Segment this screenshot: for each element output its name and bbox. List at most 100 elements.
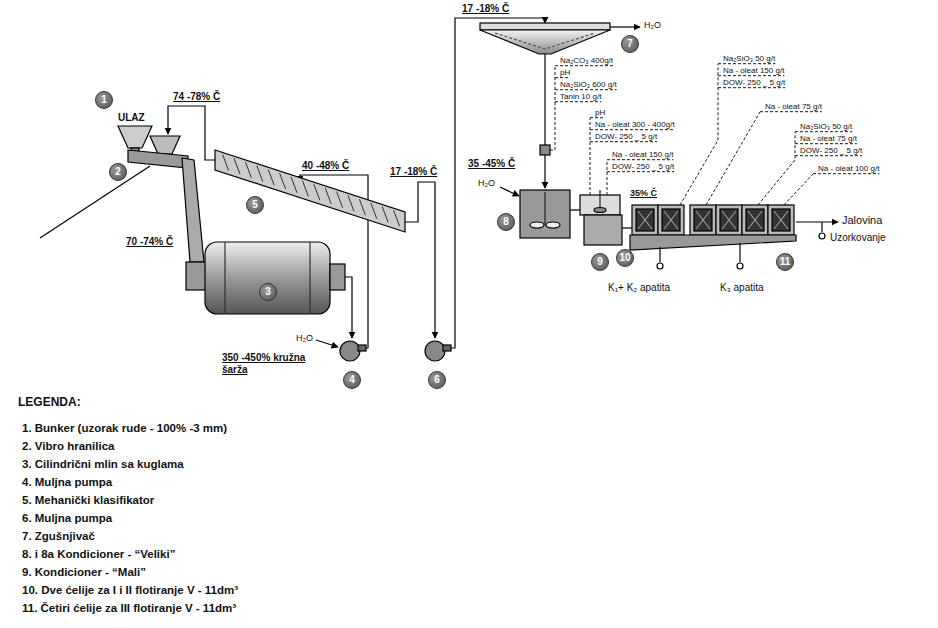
thickener-rake — [495, 33, 595, 49]
reagent-underline — [590, 117, 605, 118]
callout-number: 11 — [776, 253, 794, 271]
screw-flight — [223, 154, 229, 170]
reagent-underline — [760, 111, 822, 112]
legend-heading: LEGENDA: — [18, 396, 81, 410]
outlet-mark — [657, 263, 663, 269]
callout-number: 2 — [109, 163, 127, 181]
reagent-underline — [718, 63, 775, 64]
reagent-label: Na₂CO₃ 400g/t — [560, 56, 613, 65]
screw-flight — [371, 203, 377, 219]
cell-impeller — [748, 211, 762, 229]
impeller — [530, 222, 544, 228]
floor-line — [40, 166, 150, 238]
cell-impeller — [722, 211, 736, 229]
flotation-cell — [768, 205, 794, 235]
reagent-label: Na₂SiO₃ 50 g/t — [723, 54, 775, 63]
screw-flight — [325, 188, 331, 204]
reagent-underline — [590, 129, 675, 130]
reagent-underline — [555, 77, 570, 78]
density-label: 35 -45% Č — [468, 158, 515, 170]
legend-item: 2. Vibro hranilica — [22, 440, 114, 452]
density-label: 35% Č — [630, 188, 657, 198]
screw-flight — [302, 181, 308, 197]
density-label: 70 -74% Č — [126, 236, 173, 248]
screw-flight — [382, 207, 388, 223]
ball-mill — [205, 242, 330, 314]
reagent-underline — [555, 101, 601, 102]
callout-text: 10 — [619, 253, 630, 263]
screw-flight — [234, 158, 240, 174]
reagent-underline — [718, 87, 785, 88]
concentrate-outlet — [739, 243, 740, 262]
cell-rotor — [720, 209, 738, 231]
outlet-mark — [737, 263, 743, 269]
callout-text: 4 — [349, 375, 355, 385]
reagent-underline — [555, 89, 617, 90]
screw-flight — [394, 210, 400, 226]
reagent-underline — [795, 131, 852, 132]
callout-text: 11 — [780, 257, 791, 267]
callout-text: 1 — [101, 95, 107, 105]
slurry-pump — [340, 341, 360, 361]
screw-flight — [280, 173, 286, 189]
callout-number: 8 — [497, 213, 515, 231]
flotation-cell — [632, 205, 658, 235]
impeller — [546, 222, 560, 228]
legend-item: 6. Muljna pumpa — [22, 512, 112, 524]
legend-item: 3. Cilindrični mlin sa kuglama — [22, 458, 184, 470]
reagent-label: Na - oleat 150 g/t — [612, 150, 673, 159]
water-line — [500, 187, 519, 196]
flotation-cell — [716, 205, 742, 235]
reagent-underline — [795, 155, 862, 156]
cell-impeller — [664, 211, 678, 229]
conditioner-large — [520, 190, 570, 238]
reagent-label: Na₂SiO₃ 50 g/t — [800, 122, 852, 131]
flotation-cell — [742, 205, 768, 235]
water-label: H₂O — [296, 333, 313, 343]
flow-line — [405, 182, 435, 338]
cell-rotor — [694, 209, 712, 231]
callout-number: 6 — [428, 371, 446, 389]
callout-number: 7 — [621, 35, 639, 53]
froth-launder — [630, 235, 796, 250]
return-line — [168, 106, 215, 160]
screw-flight — [337, 192, 343, 208]
reagent-label: Na₂SiO₃ 600 g/t — [560, 80, 617, 89]
legend-item: 9. Kondicioner - “Mali” — [22, 566, 146, 578]
screw-flight — [359, 199, 365, 215]
mill-inlet — [186, 262, 206, 290]
density-label: 40 -48% Č — [302, 160, 349, 172]
legend-item: 5. Mehanički klasifikator — [22, 494, 154, 506]
sampling-point — [819, 233, 825, 239]
thickener-rim — [480, 23, 610, 30]
product-label: K₁+ K₂ apatita — [608, 282, 670, 294]
reagent-label: Tanin 10 g/t — [560, 92, 601, 101]
feeder-hopper — [150, 136, 180, 154]
flotation-cell — [658, 205, 684, 235]
thickener — [480, 30, 610, 54]
callout-text: 6 — [434, 375, 440, 385]
reagent-label: Na - oleat 75 g/t — [800, 134, 857, 143]
cell-impeller — [696, 211, 710, 229]
classifier — [215, 150, 405, 232]
reagent-underline — [718, 75, 784, 76]
callout-text: 3 — [265, 287, 271, 297]
cell-rotor — [662, 209, 680, 231]
screw-flight — [291, 177, 297, 193]
screw-flight — [268, 169, 274, 185]
conditioner-base — [584, 215, 622, 245]
mill-outlet — [330, 264, 345, 290]
slurry-pump — [425, 341, 445, 361]
screw-flight — [314, 184, 320, 200]
callout-number: 3 — [259, 283, 277, 301]
pump-outlet — [443, 345, 451, 351]
pump-outlet — [358, 345, 366, 351]
reagent-label: Na - oleat 150 g/t — [723, 66, 784, 75]
water-label: H₂O — [644, 20, 661, 30]
cell-impeller — [638, 211, 652, 229]
flow-line — [451, 18, 545, 348]
screw-flight — [348, 195, 354, 211]
cell-impeller — [774, 211, 788, 229]
callout-text: 5 — [252, 200, 258, 210]
